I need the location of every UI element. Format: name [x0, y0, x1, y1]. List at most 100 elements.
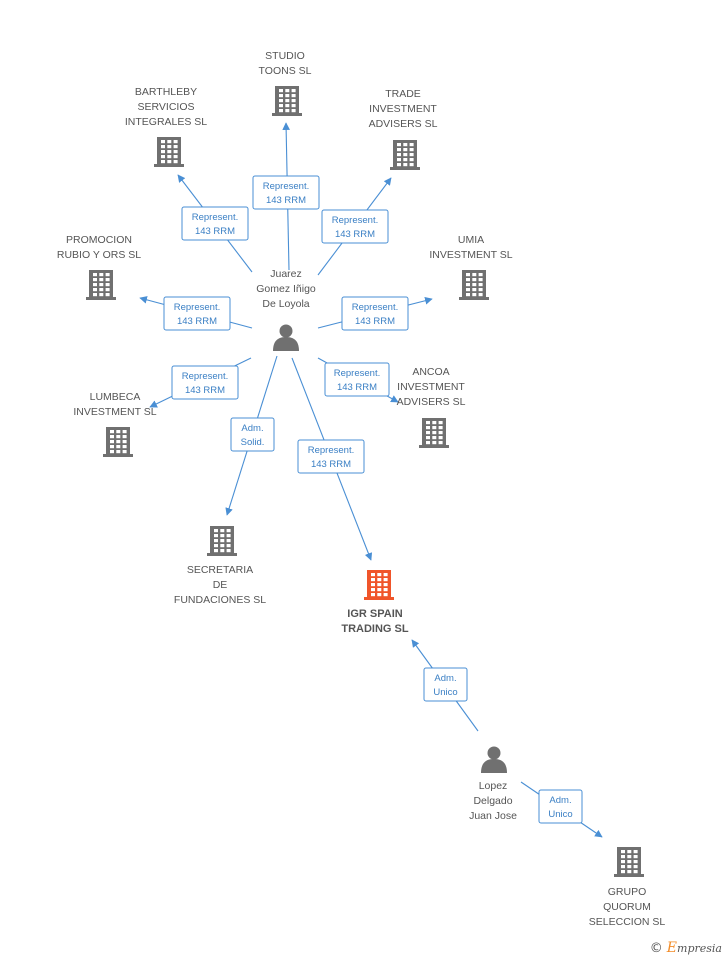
edge-label-line: 143 RRM	[355, 316, 395, 327]
node-label-line: INVESTMENT	[397, 381, 465, 393]
edge-label-box	[171, 365, 239, 400]
person-icon	[273, 324, 299, 351]
node-label-line: BARTHLEBY	[135, 86, 197, 98]
node-promocion[interactable]: PROMOCION RUBIO Y ORS SL	[57, 234, 141, 300]
building-icon	[364, 570, 394, 600]
node-label-line: Delgado	[473, 795, 512, 807]
building-icon	[207, 526, 237, 556]
edge-juarez-igr[interactable]: Represent. 143 RRM	[291, 357, 373, 561]
empresia-logo: ©Empresia	[650, 940, 722, 956]
node-lumbeca[interactable]: LUMBECA INVESTMENT SL	[73, 391, 157, 457]
node-label-line: INTEGRALES SL	[125, 116, 207, 128]
edge-juarez-umia[interactable]: Represent. 143 RRM	[317, 296, 433, 331]
node-label-line: TRADING SL	[341, 623, 409, 635]
edge-label-line: 143 RRM	[266, 195, 306, 206]
node-label-line: Juarez	[270, 268, 302, 280]
node-label-line: DE	[213, 579, 228, 591]
edge-label-box	[181, 206, 249, 241]
edge-label-line: Represent.	[308, 445, 354, 456]
edge-label-line: Adm.	[241, 423, 263, 434]
node-label-line: FUNDACIONES SL	[174, 594, 266, 606]
edge-juarez-studio[interactable]: Represent. 143 RRM	[252, 122, 320, 271]
node-secretaria[interactable]: SECRETARIA DE FUNDACIONES SL	[174, 526, 266, 606]
edge-juarez-secretaria[interactable]: Adm. Solid.	[225, 355, 278, 516]
edge-label-line: Represent.	[263, 181, 309, 192]
edge-label-box	[230, 417, 275, 452]
edge-label-line: Represent.	[182, 371, 228, 382]
edge-label-box	[341, 296, 409, 331]
node-label-line: LUMBECA	[90, 391, 141, 403]
building-icon	[272, 86, 302, 116]
person-icon	[481, 746, 507, 773]
edge-juarez-barthleby[interactable]: Represent. 143 RRM	[177, 174, 253, 273]
node-label-line: ADVISERS SL	[369, 118, 438, 130]
edge-label-line: Adm.	[434, 673, 456, 684]
node-label-line: INVESTMENT	[369, 103, 437, 115]
node-label-line: De Loyola	[262, 298, 309, 310]
edge-label-line: Represent.	[334, 368, 380, 379]
edge-label-line: Represent.	[352, 302, 398, 313]
edges-layer: Represent. 143 RRM Represent. 143 RRM Repres…	[139, 122, 603, 838]
edge-label-box	[297, 439, 365, 474]
node-igr[interactable]: IGR SPAIN TRADING SL	[341, 570, 409, 635]
node-label-line: SERVICIOS	[138, 101, 195, 113]
edge-juarez-lumbeca[interactable]: Represent. 143 RRM	[149, 357, 252, 408]
building-icon	[419, 418, 449, 448]
node-label-line: SELECCION SL	[589, 916, 666, 928]
edge-label-box	[423, 667, 468, 702]
building-icon	[103, 427, 133, 457]
node-label-line: TRADE	[385, 88, 421, 100]
node-label-line: Lopez	[479, 780, 508, 792]
building-icon	[154, 137, 184, 167]
edge-label-line: 143 RRM	[337, 382, 377, 393]
node-label-line: INVESTMENT SL	[73, 406, 156, 418]
node-label-line: UMIA	[458, 234, 484, 246]
edge-label-line: Unico	[433, 687, 457, 698]
edge-label-line: Solid.	[241, 437, 265, 448]
edge-label-line: 143 RRM	[335, 229, 375, 240]
node-studio[interactable]: STUDIO TOONS SL	[259, 50, 312, 116]
node-trade[interactable]: TRADE INVESTMENT ADVISERS SL	[369, 88, 438, 170]
edge-label-box	[321, 209, 389, 244]
edge-label-box	[163, 296, 231, 331]
building-icon	[86, 270, 116, 300]
edge-label-box	[324, 362, 390, 397]
node-label-line: QUORUM	[603, 901, 651, 913]
edge-lopez-igr[interactable]: Adm. Unico	[411, 639, 479, 732]
node-label-line: Gomez Iñigo	[256, 283, 316, 295]
edge-lopez-grupo[interactable]: Adm.Unico	[520, 781, 603, 838]
edge-label-box	[538, 789, 583, 824]
edge-label-line: 143 RRM	[177, 316, 217, 327]
building-icon	[614, 847, 644, 877]
edge-juarez-trade[interactable]: Represent.143 RRM	[317, 177, 392, 276]
edge-label-box	[252, 175, 320, 210]
copyright-icon: ©	[649, 941, 663, 956]
edge-label-line: 143 RRM	[311, 459, 351, 470]
edge-label-line: Adm.	[549, 795, 571, 806]
edge-label-line: 143 RRM	[195, 226, 235, 237]
node-label-line: SECRETARIA	[187, 564, 253, 576]
node-label-line: STUDIO	[265, 50, 305, 62]
edge-label-line: Represent.	[192, 212, 238, 223]
node-label-line: ANCOA	[412, 366, 449, 378]
edge-label-line: Represent.	[174, 302, 220, 313]
node-barthleby[interactable]: BARTHLEBY SERVICIOS INTEGRALES SL	[125, 86, 207, 167]
node-label-line: Juan Jose	[469, 810, 517, 822]
edge-label-line: 143 RRM	[185, 385, 225, 396]
node-label-line: PROMOCION	[66, 234, 132, 246]
node-label-line: TOONS SL	[259, 65, 312, 77]
building-icon	[459, 270, 489, 300]
node-label-line: RUBIO Y ORS SL	[57, 249, 141, 261]
building-icon	[390, 140, 420, 170]
node-label-line: IGR SPAIN	[347, 608, 402, 620]
edge-juarez-promocion[interactable]: Represent. 143 RRM	[139, 296, 253, 331]
nodes-layer: STUDIO TOONS SL BARTHLEBY SERVICIOS INTEGRAL…	[57, 50, 665, 928]
brand-name: mpresia	[677, 942, 722, 955]
edge-juarez-ancoa[interactable]: Represent. 143 RRM	[317, 357, 399, 403]
